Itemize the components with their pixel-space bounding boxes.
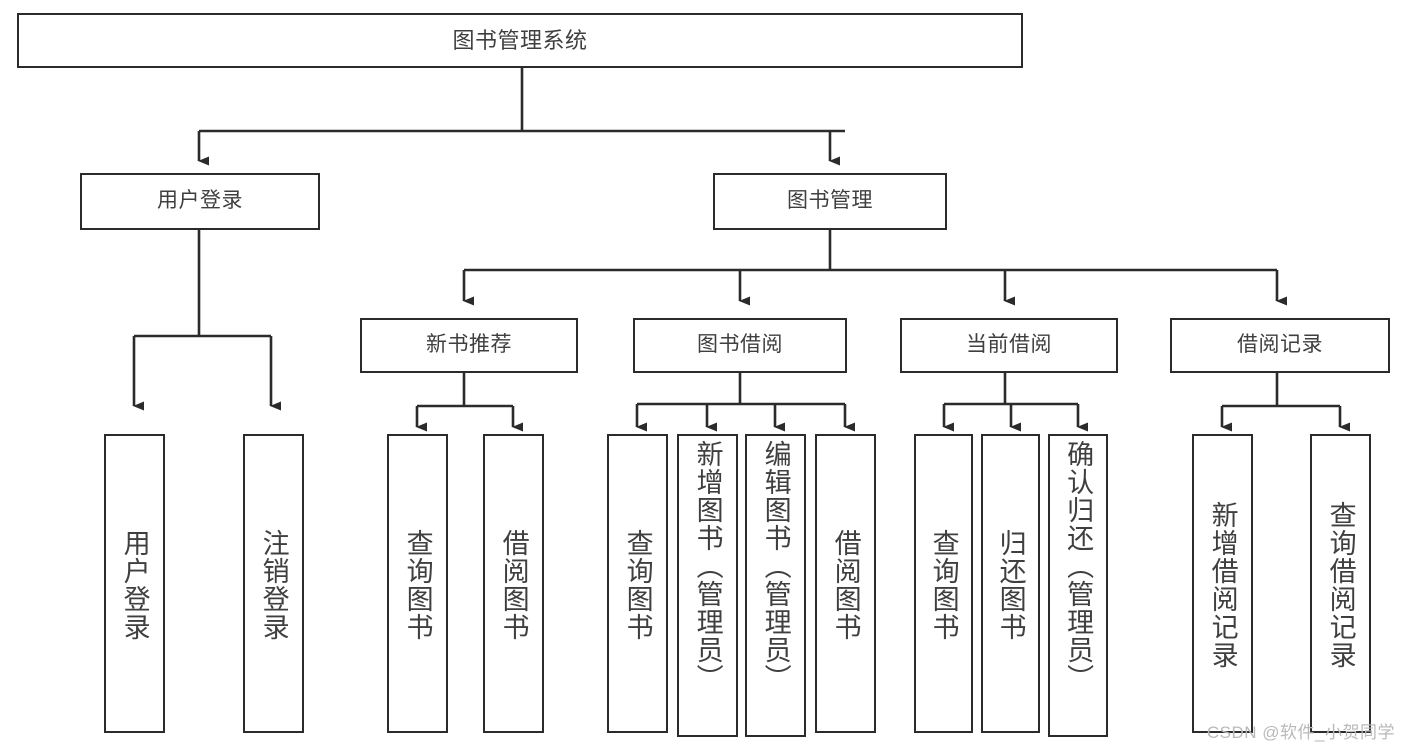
leaf-current-borrow-query-book[interactable]: 查询图书 xyxy=(914,434,973,733)
leaf-book-borrow-query-book[interactable]: 查询图书 xyxy=(607,434,668,733)
leaf-book-borrow-add-book-admin[interactable]: 新增图书（管理员） xyxy=(677,434,738,737)
node-current-borrow[interactable]: 当前借阅 xyxy=(900,318,1118,373)
node-label: 归还图书 xyxy=(995,528,1026,641)
leaf-current-borrow-confirm-return-admin[interactable]: 确认归还（管理员） xyxy=(1048,434,1108,737)
node-label: 借阅记录 xyxy=(1237,333,1323,357)
node-book-borrow[interactable]: 图书借阅 xyxy=(633,318,847,373)
node-label: 图书管理 xyxy=(787,189,873,213)
csdn-watermark: CSDN @软件_小贺同学 xyxy=(1206,723,1395,742)
node-label: 注销登录 xyxy=(258,528,289,641)
leaf-borrow-record-add-record[interactable]: 新增借阅记录 xyxy=(1192,434,1253,733)
node-label: 编辑图书（管理员） xyxy=(760,440,791,692)
leaf-new-book-query-book[interactable]: 查询图书 xyxy=(387,434,448,733)
node-label: 用户登录 xyxy=(119,528,150,641)
node-label: 查询图书 xyxy=(622,528,653,641)
leaf-current-borrow-return-book[interactable]: 归还图书 xyxy=(981,434,1040,733)
leaf-user-login-logout[interactable]: 注销登录 xyxy=(243,434,304,733)
node-label: 查询图书 xyxy=(402,528,433,641)
node-label: 新书推荐 xyxy=(426,333,512,357)
node-label: 借阅图书 xyxy=(830,528,861,641)
node-label: 图书借阅 xyxy=(697,333,783,357)
node-label: 新增借阅记录 xyxy=(1207,500,1238,669)
leaf-user-login-login[interactable]: 用户登录 xyxy=(104,434,165,733)
node-label: 新增图书（管理员） xyxy=(692,440,723,692)
node-label: 用户登录 xyxy=(157,189,243,213)
node-label: 确认归还（管理员） xyxy=(1063,440,1094,692)
node-new-book-recommend[interactable]: 新书推荐 xyxy=(360,318,578,373)
leaf-new-book-borrow-book[interactable]: 借阅图书 xyxy=(483,434,544,733)
leaf-book-borrow-edit-book-admin[interactable]: 编辑图书（管理员） xyxy=(745,434,806,737)
node-label: 查询借阅记录 xyxy=(1325,500,1356,669)
node-label: 当前借阅 xyxy=(966,333,1052,357)
node-borrow-record[interactable]: 借阅记录 xyxy=(1170,318,1390,373)
node-label: 查询图书 xyxy=(928,528,959,641)
leaf-book-borrow-borrow-book[interactable]: 借阅图书 xyxy=(815,434,876,733)
node-user-login[interactable]: 用户登录 xyxy=(80,173,320,230)
node-book-management[interactable]: 图书管理 xyxy=(713,173,947,230)
node-label: 图书管理系统 xyxy=(452,27,588,53)
node-root-book-management-system[interactable]: 图书管理系统 xyxy=(17,13,1023,68)
leaf-borrow-record-query-record[interactable]: 查询借阅记录 xyxy=(1310,434,1371,733)
node-label: 借阅图书 xyxy=(498,528,529,641)
